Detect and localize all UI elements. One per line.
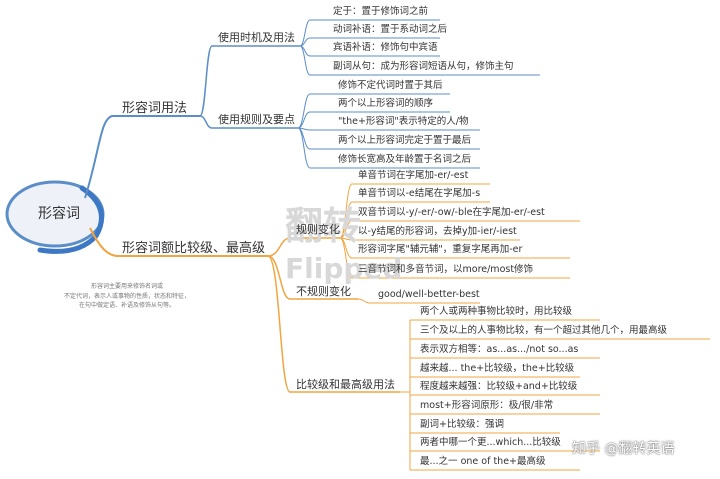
regular-item-6: 三音节词和多音节词，以more/most修饰 [358, 264, 534, 275]
connector-usage-leaves [400, 319, 710, 471]
connector-degree-regular [267, 237, 340, 257]
usage-item-6: most+形容词原形：极/很/非常 [420, 400, 554, 411]
usage-item-1: 两个人或两种事物比较时，用比较级 [420, 306, 573, 317]
connector-degree-irregular [267, 255, 358, 300]
brand-watermark: 知乎 @翻转英语 [572, 441, 675, 457]
timing-item-4: 副词从句：成为形容词短语从句，修饰主句 [333, 61, 514, 72]
timing-item-2: 动词补语：置于系动词之后 [333, 24, 448, 35]
branch-rules: 使用规则及要点 [218, 113, 295, 126]
regular-item-5: 形容词字尾"辅元辅"，重复字尾再加-er [358, 244, 523, 255]
regular-item-1: 单音节词在字尾加-er/-est [358, 170, 469, 181]
root-node-swoosh [37, 185, 105, 254]
regular-item-4: 以-y结尾的形容词，去掉y加-ier/-iest [358, 226, 517, 237]
timing-item-3: 宾语补语：修饰句中宾语 [333, 42, 438, 53]
connector-root-usage [84, 115, 200, 199]
rules-item-1: 修饰不定代词时置于其后 [338, 80, 443, 91]
usage-item-3: 表示双方相等：as...as.../not so...as [420, 344, 579, 355]
branch-usage: 形容词用法 [122, 101, 188, 116]
regular-item-2: 单音节词以-e结尾在字尾加-s [358, 188, 481, 199]
branch-comparative-usage: 比较级和最高级用法 [296, 378, 395, 391]
usage-item-4: 越来越... the+比较级，the+比较级 [420, 363, 575, 374]
root-note: 形容词主要用来修饰名词或 不定代词，表示人或事物的性质，状态和特征， 在句中做定… [52, 282, 202, 311]
regular-item-3: 双音节词以-y/-er/-ow/-ble在字尾加-er/-est [358, 207, 545, 218]
rules-item-3: "the+形容词"表示特定的人/物 [338, 116, 469, 127]
root-label: 形容词 [38, 206, 80, 222]
usage-item-8: 两者中哪一个更...which...比较级 [420, 437, 561, 448]
usage-item-5: 程度越来越强：比较级+and+比较级 [420, 381, 578, 392]
rules-item-2: 两个以上形容词的顺序 [338, 98, 434, 109]
connector-rules-leaves [297, 93, 480, 169]
root-note-line-3: 在句中做定语、补语及修饰从句等。 [78, 302, 175, 310]
connector-regular-leaves [339, 183, 580, 279]
usage-item-7: 副词+比较级：强调 [420, 419, 504, 430]
rules-item-5: 修饰长宽高及年龄置于名词之后 [338, 154, 472, 165]
connector-degree-usage [267, 255, 400, 393]
connector-irregular-leaves [357, 298, 480, 304]
connector-usage-timing [199, 45, 300, 117]
watermark-cn: 翻转 [285, 204, 362, 248]
watermark-en: Flipped [285, 252, 403, 285]
connector-root-degree [89, 227, 268, 257]
branch-degree: 形容词额比较级、最高级 [122, 241, 266, 256]
root-note-line-2: 不定代词，表示人或事物的性质，状态和特征， [63, 292, 190, 300]
timing-item-1: 定于：置于修饰词之前 [333, 6, 429, 17]
root-note-line-1: 形容词主要用来修饰名词或 [90, 283, 163, 290]
branch-irregular: 不规则变化 [296, 285, 351, 298]
usage-item-9: 最...之一 one of the+最高级 [420, 456, 546, 467]
branch-regular: 规则变化 [296, 223, 340, 236]
irregular-item-1: good/well-better-best [378, 289, 480, 300]
usage-item-2: 三个及以上的人事物比较，有一个超过其他几个，用最高级 [420, 325, 668, 336]
rules-item-4: 两个以上形容词完定于置于最后 [338, 135, 472, 146]
connector-usage-rules [199, 115, 298, 129]
connector-timing-leaves [299, 19, 540, 76]
branch-timing: 使用时机及用法 [218, 31, 295, 44]
